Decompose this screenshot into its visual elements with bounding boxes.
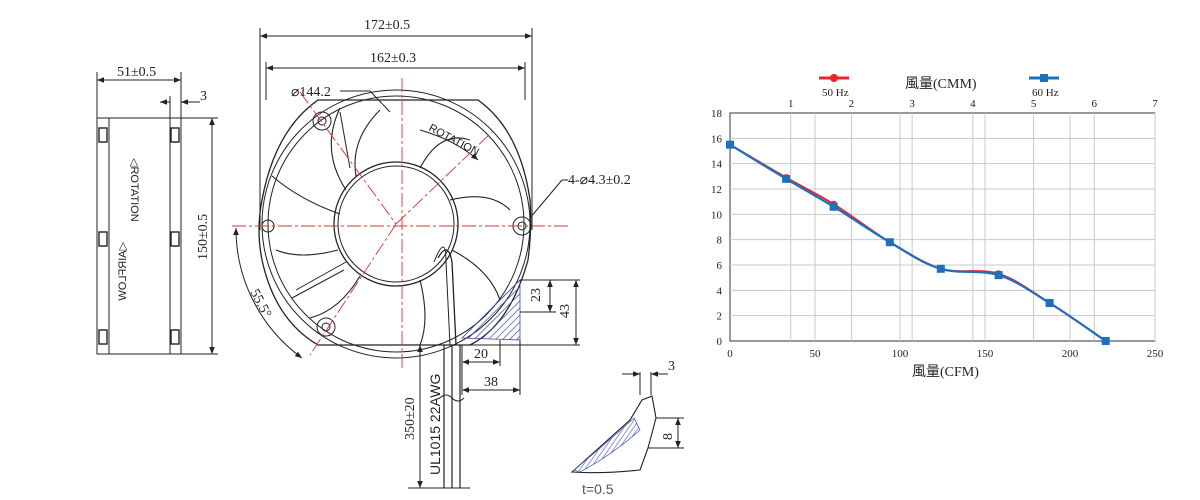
series-60hz-point [782,174,791,183]
y-tick-label: 16 [711,133,723,145]
x-tick-label: 0 [727,348,733,360]
x-axis-ticks: 0 50 100 150 200 250 [727,348,1164,360]
y-tick-label: 4 [717,285,723,297]
side-view-flange-right [169,117,182,355]
overall-width-dim: 172±0.5 [364,18,410,33]
dim-23: 23 [529,288,544,302]
side-view [96,72,218,355]
legend: 50 Hz 60 Hz [819,74,1059,99]
fan-hub [333,161,459,287]
top-tick-label: 2 [849,98,855,110]
dim-43: 43 [558,304,573,318]
x-tick-label: 150 [977,348,994,360]
y-tick-label: 14 [711,159,723,171]
top-tick-label: 1 [788,98,794,110]
top-axis-ticks: 1 2 3 4 5 6 7 [788,98,1158,110]
y-axis-ticks: 0 2 4 6 8 10 12 14 16 18 [711,108,723,348]
lead-length-dim: 350±20 [403,397,418,440]
legend-item-50hz: 50 Hz [819,74,849,99]
series-60hz-point [829,202,838,211]
plot-area [729,112,1156,342]
x-tick-label: 250 [1147,348,1164,360]
top-tick-label: 5 [1031,98,1037,110]
series-60hz-point [1045,299,1054,307]
hole-spacing-dim: 162±0.3 [370,51,416,66]
detail-view [570,371,684,474]
fan-blades [271,107,511,346]
angle-dim: 55.5° [246,287,273,321]
detail-thickness: t=0.5 [582,481,614,497]
lead-spec: UL1015 22AWG [427,374,443,475]
y-tick-label: 2 [717,311,723,323]
y-tick-label: 12 [711,184,722,196]
dim-20: 20 [474,347,488,362]
detail-hatch [573,417,641,473]
side-view-body [96,117,182,355]
series-60hz-point [994,271,1003,280]
side-height-dim: 150±0.5 [196,214,211,260]
side-width-dim: 51±0.5 [117,65,156,80]
side-rotation-label: ◁ROTATION [128,158,140,222]
wire-guide-hatch [461,279,521,341]
y-tick-label: 8 [717,235,723,247]
legend-item-60hz: 60 Hz [1029,74,1059,99]
chart-series [726,140,1110,345]
top-axis-label: 風量(CMM) [905,76,977,92]
legend-60hz-label: 60 Hz [1032,87,1059,99]
y-tick-label: 18 [711,108,723,120]
side-view-flange-left [96,117,110,355]
top-tick-label: 4 [970,98,976,110]
top-tick-label: 7 [1152,98,1158,110]
x-tick-label: 100 [892,348,909,360]
side-airflow-label: ◁AIRFLOW [117,242,129,301]
y-tick-label: 10 [711,209,723,221]
series-60hz-point [885,238,894,247]
y-tick-label: 0 [717,336,723,348]
x-tick-label: 200 [1062,348,1079,360]
top-tick-label: 3 [909,98,915,110]
dim-38: 38 [484,375,498,390]
detail-dim-3: 3 [668,359,675,374]
detail-dim-8: 8 [661,433,676,440]
mounting-holes-dim: 4-⌀4.3±0.2 [568,173,631,188]
series-60hz-point [936,264,945,273]
series-60hz-point [726,140,734,149]
diameter-dim: ⌀144.2 [291,85,331,100]
series-60hz-point [1101,337,1110,345]
front-rotation-label: ROTATION [427,122,481,159]
side-flange-dim: 3 [200,89,207,104]
x-axis-label: 風量(CFM) [912,364,979,380]
y-tick-label: 6 [717,260,723,272]
x-tick-label: 50 [810,348,822,360]
front-centerlines [232,78,568,370]
front-view [233,28,580,489]
top-tick-label: 6 [1092,98,1098,110]
legend-50hz-label: 50 Hz [822,87,849,99]
